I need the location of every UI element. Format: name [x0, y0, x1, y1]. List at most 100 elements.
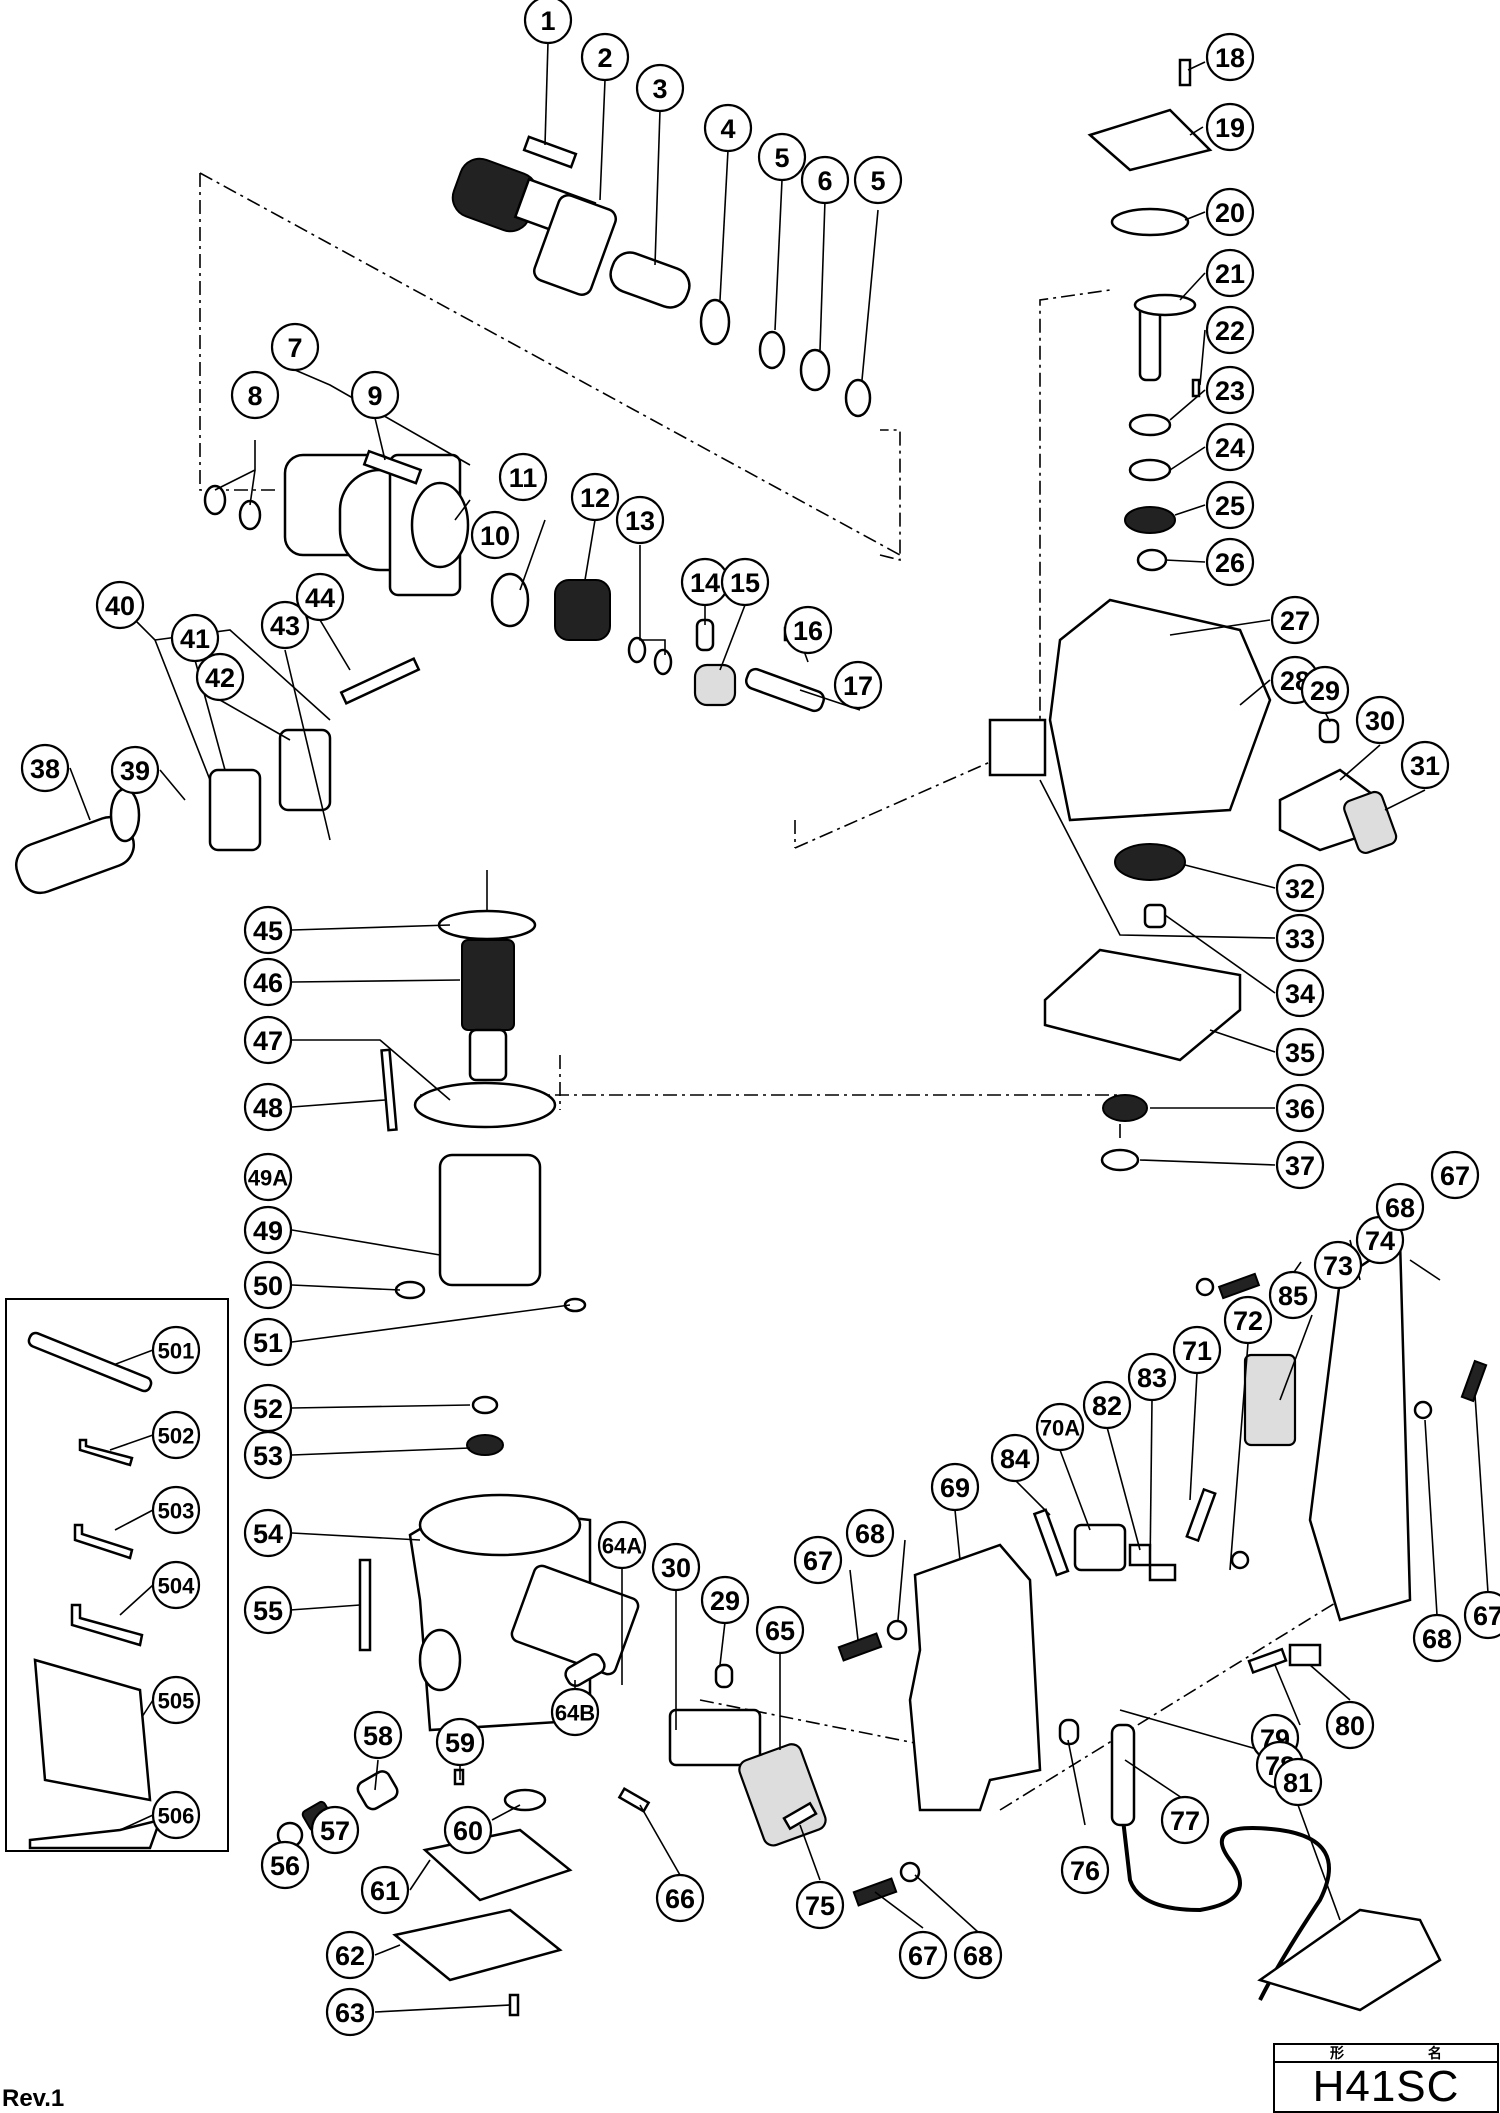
callout-circle: [615, 495, 665, 545]
callout-18: 18: [1205, 32, 1255, 82]
callout-circle: [435, 1717, 485, 1767]
callout-circle: [783, 605, 833, 655]
callout-label: 75: [805, 1891, 835, 1921]
part-38-handle-flange: [109, 787, 141, 843]
part-67a-screw: [837, 1632, 883, 1662]
callout-label: 40: [105, 591, 135, 621]
part-59-screw: [453, 1768, 465, 1786]
callout-label: 14: [690, 568, 720, 598]
callout-43: 43: [260, 600, 310, 650]
title-block: 形 名 H41SC: [1273, 2043, 1499, 2113]
callout-51: 51: [243, 1317, 293, 1367]
part-19-cap-cover: [1087, 108, 1213, 172]
part-84-wire: [1032, 1508, 1070, 1577]
callout-circle: [898, 1930, 948, 1980]
callout-circle: [243, 1317, 293, 1367]
callout-label: 56: [270, 1851, 300, 1881]
part-501-grease: [27, 1331, 153, 1393]
callout-68a: 68: [845, 1508, 895, 1558]
callout-label: 54: [253, 1519, 283, 1549]
callout-22: 22: [1205, 305, 1255, 355]
callout-66: 66: [655, 1873, 705, 1923]
callout-circle: [1313, 1240, 1363, 1290]
callout-44: 44: [295, 572, 345, 622]
callout-circle: [243, 905, 293, 955]
callout-48: 48: [243, 1082, 293, 1132]
callout-21: 21: [1205, 248, 1255, 298]
callout-circle: [1205, 537, 1255, 587]
callout-57: 57: [310, 1805, 360, 1855]
part-67b-screw: [1217, 1272, 1261, 1300]
callout-circle: [635, 63, 685, 113]
callout-circle: [243, 1260, 293, 1310]
callout-circle: [757, 132, 807, 182]
callout-circle: [151, 1325, 201, 1375]
part-9-bolt: [362, 449, 423, 485]
callout-label: 26: [1215, 548, 1245, 578]
callout-label: 6: [817, 166, 832, 196]
callout-circle: [95, 580, 145, 630]
callout-label: 22: [1215, 316, 1245, 346]
callout-circle: [1273, 1757, 1323, 1807]
callout-label: 59: [445, 1728, 475, 1758]
part-74-handle-cover: [1308, 1237, 1412, 1622]
callout-circle: [1270, 595, 1320, 645]
part-503-hex-bar-wrench: [73, 1523, 134, 1560]
callout-84: 84: [990, 1433, 1040, 1483]
callout-circle: [170, 613, 220, 663]
callout-circle: [195, 652, 245, 702]
callout-label: 60: [453, 1816, 483, 1846]
callout-label: 68: [963, 1941, 993, 1971]
callout-29b: 29: [700, 1575, 750, 1625]
motor-housing: [408, 1493, 592, 1732]
part-79-screw: [1247, 1647, 1288, 1675]
part-41-band: [208, 768, 262, 852]
part-62-base: [392, 1908, 563, 1982]
callout-circle: [243, 1082, 293, 1132]
callout-circle: [580, 32, 630, 82]
part-48-screw: [380, 1048, 398, 1132]
callout-33: 33: [1275, 913, 1325, 963]
callout-15: 15: [720, 557, 770, 607]
callout-label: 34: [1285, 979, 1315, 1009]
callout-label: 67: [803, 1546, 833, 1576]
part-4-washer: [699, 298, 731, 346]
callout-label: 32: [1285, 874, 1315, 904]
callout-label: 41: [180, 624, 210, 654]
callout-label: 1: [540, 6, 555, 36]
callout-label: 51: [253, 1328, 283, 1358]
callout-circle: [703, 103, 753, 153]
callout-label: 20: [1215, 198, 1245, 228]
callout-label: 83: [1137, 1363, 1167, 1393]
callout-circle: [310, 1805, 360, 1855]
callout-1: 1: [523, 0, 573, 45]
callout-3: 3: [635, 63, 685, 113]
callout-16: 16: [783, 605, 833, 655]
callout-label: 84: [1000, 1444, 1030, 1474]
callout-label: 3: [652, 74, 667, 104]
callout-label: 58: [363, 1721, 393, 1751]
callout-circle: [1412, 1613, 1462, 1663]
callout-circle: [260, 1840, 310, 1890]
callout-14: 14: [680, 557, 730, 607]
callout-39: 39: [110, 745, 160, 795]
part-24-washer: [1128, 458, 1172, 482]
callout-40: 40: [95, 580, 145, 630]
callout-83: 83: [1127, 1352, 1177, 1402]
callout-circle: [325, 1930, 375, 1980]
callout-circle: [597, 1520, 647, 1570]
callout-label: 52: [253, 1394, 283, 1424]
callout-23: 23: [1205, 365, 1255, 415]
part-76-cord-guard: [1058, 1718, 1080, 1746]
callout-30a: 30: [1355, 695, 1405, 745]
part-3-sleeve: [609, 251, 691, 309]
callout-73: 73: [1313, 1240, 1363, 1290]
callout-circle: [550, 1687, 600, 1737]
callout-52: 52: [243, 1383, 293, 1433]
callout-75: 75: [795, 1880, 845, 1930]
part-13-ring-b: [653, 648, 673, 676]
callout-label: 19: [1215, 113, 1245, 143]
callout-77: 77: [1160, 1795, 1210, 1845]
callout-31: 31: [1400, 740, 1450, 790]
callout-10: 10: [470, 510, 520, 560]
